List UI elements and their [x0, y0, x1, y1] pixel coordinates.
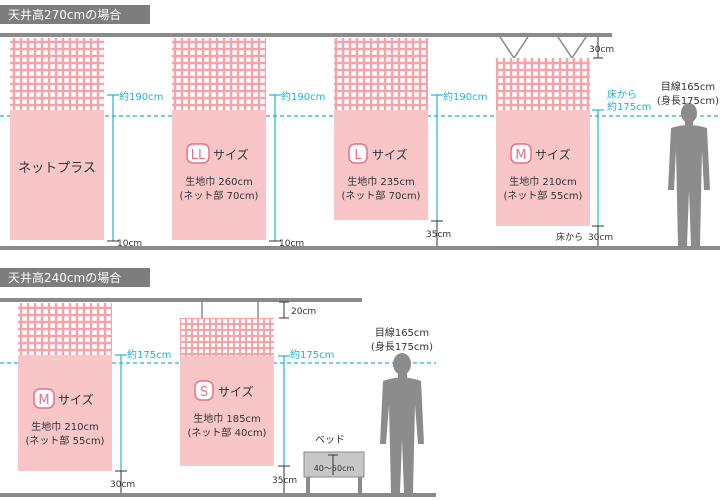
section2: 天井高240cmの場合 M サイズ 生地巾 210cm (ネット部 55cm) …	[0, 268, 436, 497]
size-suffix: サイズ	[372, 147, 408, 162]
spec-net: (ネット部 70cm)	[342, 189, 421, 202]
section2-title: 天井高240cmの場合	[8, 270, 121, 285]
floor-label: 床から	[556, 231, 583, 243]
floor-line	[0, 493, 436, 497]
ceiling-line	[0, 298, 362, 302]
bed: ベッド 40～50cm	[303, 434, 365, 493]
panel-m-240: M サイズ 生地巾 210cm (ネット部 55cm) 約175cm 30cm	[18, 303, 171, 493]
spec-width: 生地巾 185cm	[193, 412, 261, 425]
size-suffix: サイズ	[218, 384, 254, 399]
panel-ll: LL サイズ 生地巾 260cm (ネット部 70cm) 約190cm 10cm	[172, 38, 325, 249]
spec-net: (ネット部 70cm)	[180, 189, 259, 202]
person-height: (身長175cm)	[371, 340, 433, 353]
size-suffix: サイズ	[213, 147, 249, 162]
ceiling-line	[0, 33, 612, 37]
height-label-1: 床から	[607, 88, 637, 101]
height-label-2: 約175cm	[607, 100, 651, 113]
panel-m: M サイズ 生地巾 210cm (ネット部 55cm) 30cm 床から 約17…	[496, 36, 651, 246]
panel-s-240: S サイズ 生地巾 185cm (ネット部 40cm) 20cm 約175cm …	[180, 301, 334, 493]
gap-label: 35cm	[426, 230, 451, 240]
spec-net: (ネット部 55cm)	[504, 189, 583, 202]
height-label: 約190cm	[119, 90, 163, 103]
section1-title-bg	[0, 5, 150, 24]
spec-width: 生地巾 210cm	[509, 175, 577, 188]
gap-label: 10cm	[117, 239, 142, 249]
top-gap-label: 20cm	[291, 307, 316, 317]
panel-label: ネットプラス	[18, 161, 96, 176]
floor-line	[0, 246, 720, 250]
spec-width: 生地巾 260cm	[185, 175, 253, 188]
bed-height-label: 40～50cm	[314, 464, 355, 473]
size-letter: L	[354, 148, 362, 163]
bed-label: ベッド	[315, 434, 345, 446]
spec-net: (ネット部 55cm)	[26, 434, 105, 447]
person-height: (身長175cm)	[657, 94, 719, 107]
size-suffix: サイズ	[535, 147, 571, 162]
height-label: 約190cm	[443, 90, 487, 103]
section2-title-bg	[0, 268, 150, 287]
size-suffix: サイズ	[58, 392, 94, 407]
height-label: 約175cm	[290, 348, 334, 361]
size-letter: LL	[191, 148, 206, 163]
height-label: 約190cm	[281, 90, 325, 103]
gap-label: 30cm	[110, 480, 135, 490]
height-label: 約175cm	[127, 348, 171, 361]
person-eye-level: 目線165cm	[661, 80, 715, 93]
size-letter: S	[200, 385, 208, 400]
panel-l: L サイズ 生地巾 235cm (ネット部 70cm) 約190cm 35cm	[334, 38, 487, 246]
person-silhouette	[380, 353, 424, 493]
person-silhouette	[668, 103, 710, 246]
top-gap-label: 30cm	[589, 45, 614, 55]
spec-width: 生地巾 235cm	[347, 175, 415, 188]
size-letter: M	[515, 148, 526, 163]
section1: 天井高270cmの場合 ネットプラス 約190cm 10cm LL サイズ 生地…	[0, 5, 720, 250]
gap-label: 30cm	[588, 233, 613, 243]
person-eye-level: 目線165cm	[375, 326, 429, 339]
spec-width: 生地巾 210cm	[31, 420, 99, 433]
panel-net-plus: ネットプラス 約190cm 10cm	[10, 38, 163, 249]
size-letter: M	[38, 393, 49, 408]
spec-net: (ネット部 40cm)	[188, 426, 267, 439]
section1-title: 天井高270cmの場合	[8, 7, 121, 22]
gap-label: 10cm	[279, 239, 304, 249]
gap-label: 35cm	[272, 476, 297, 486]
